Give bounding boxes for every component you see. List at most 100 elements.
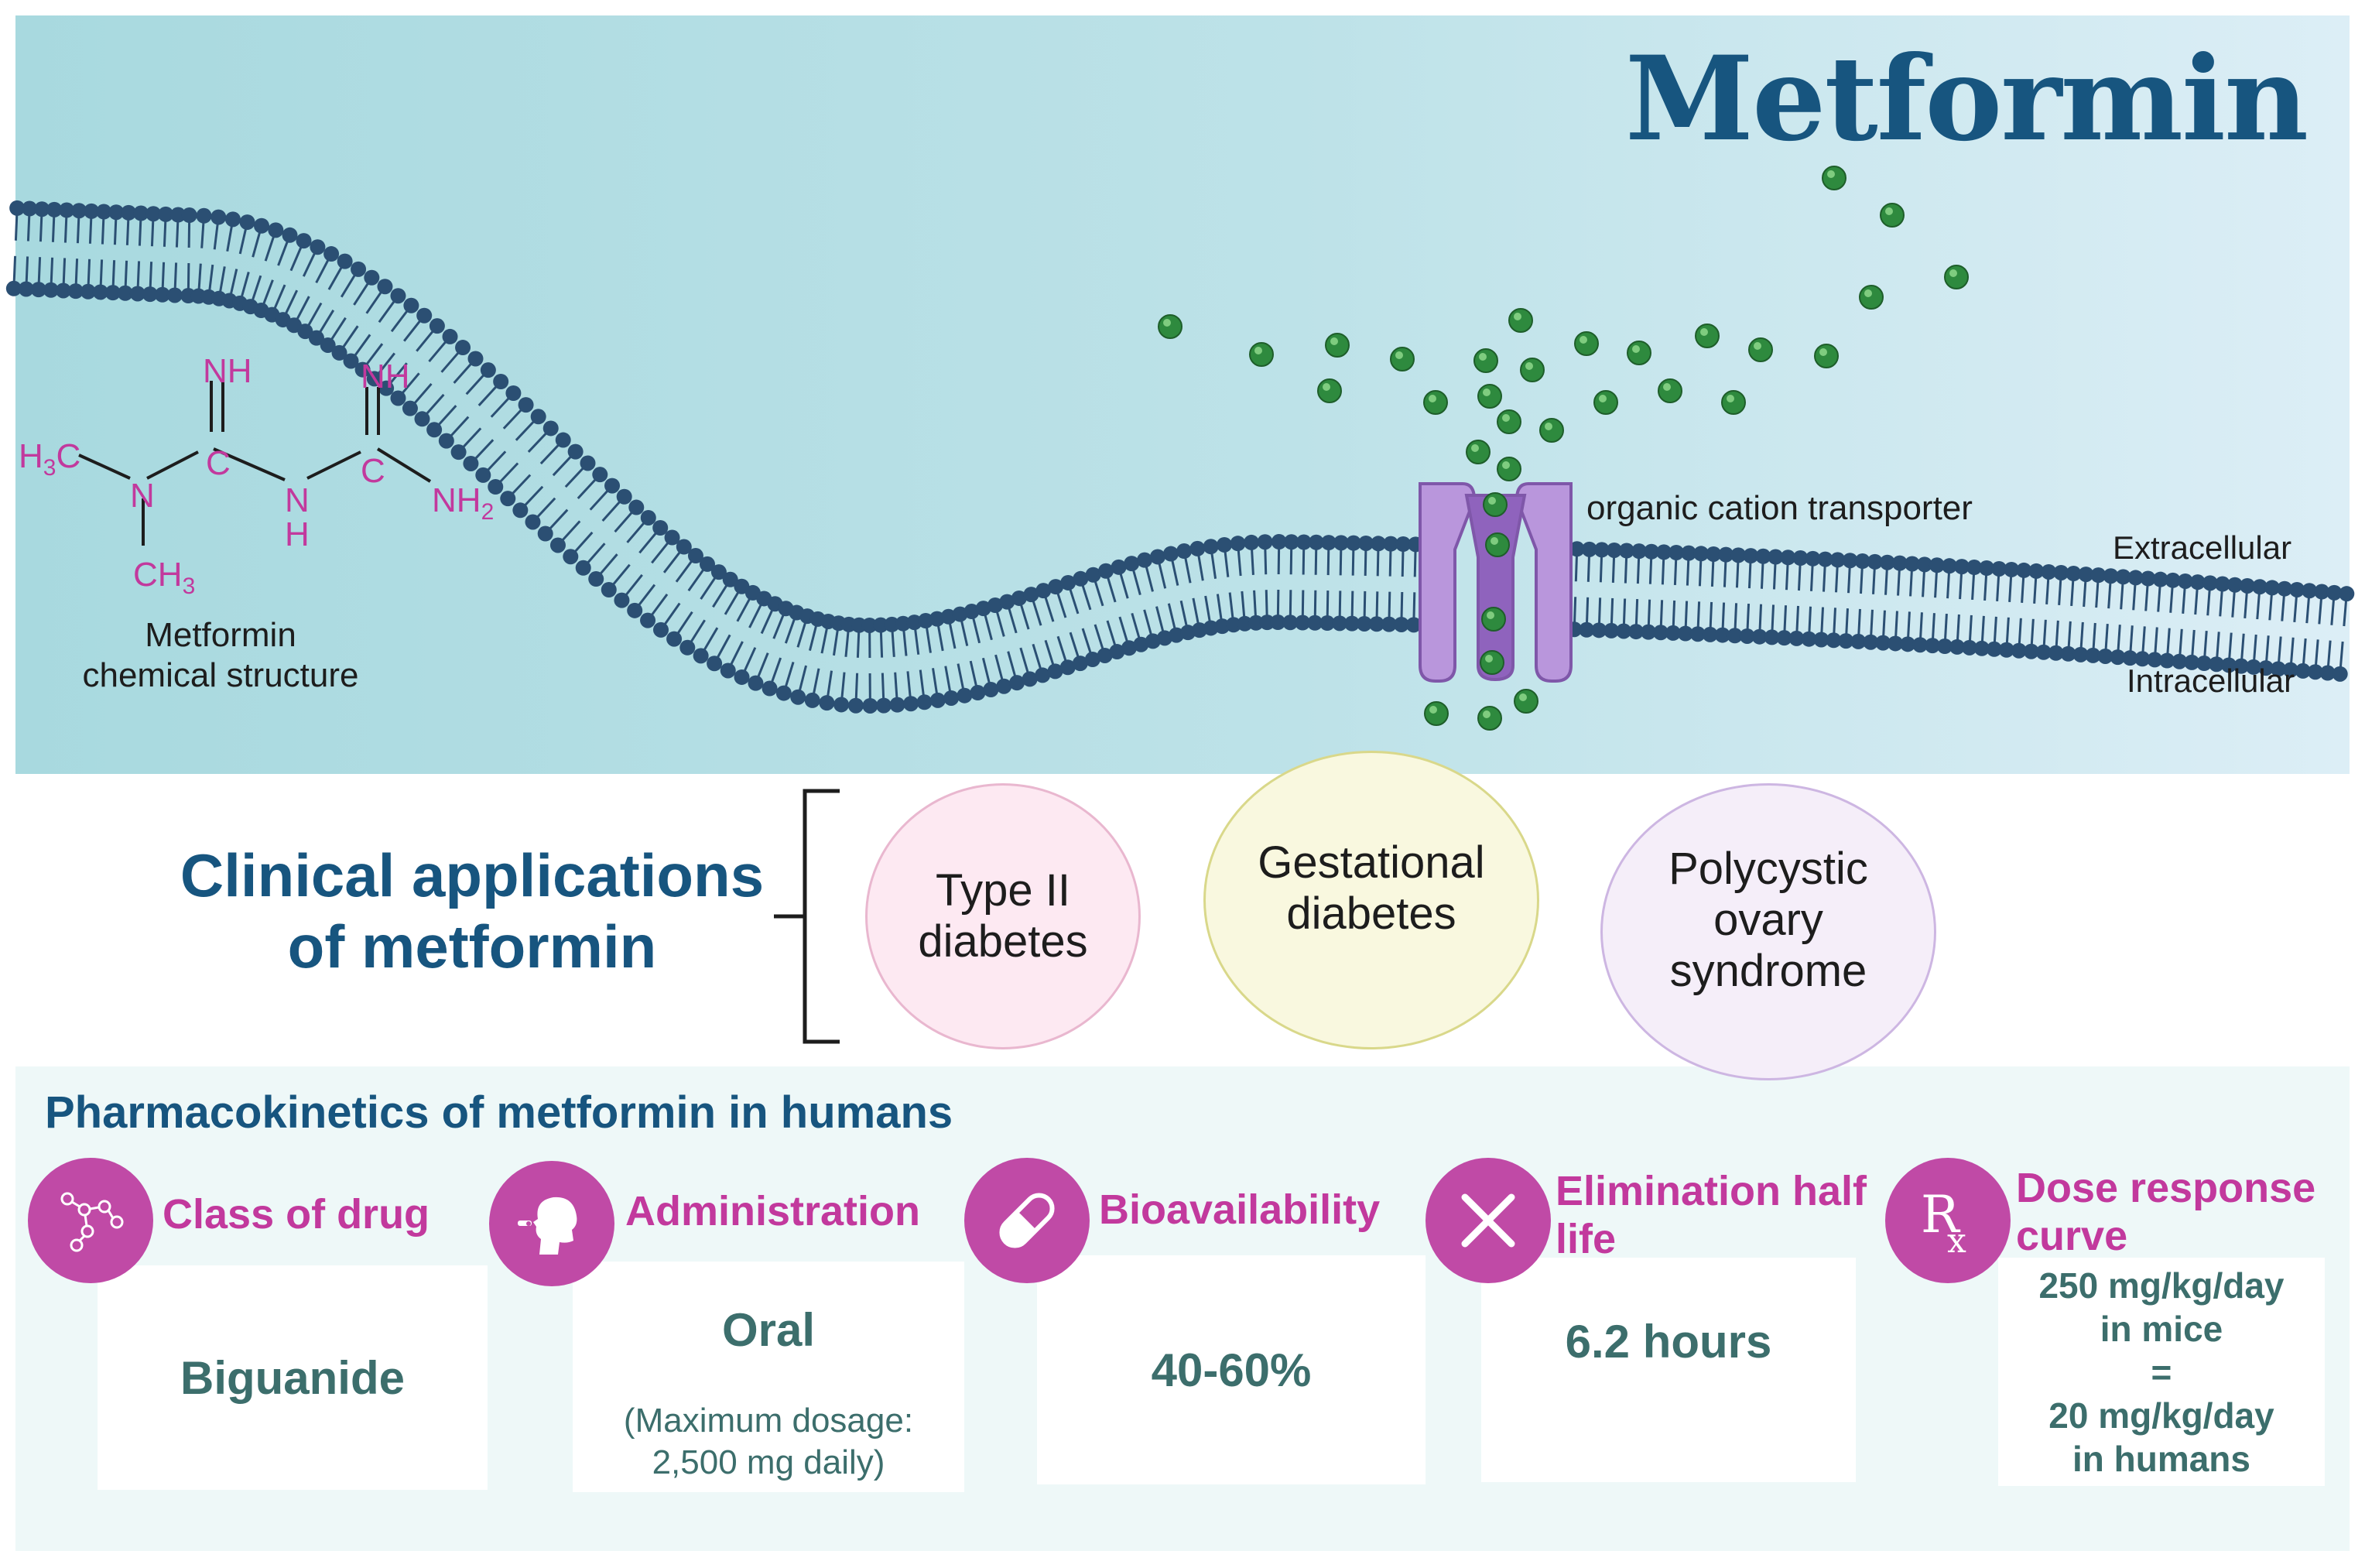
lipid-head: [999, 594, 1015, 610]
lipid-head: [331, 344, 347, 361]
structure-caption-line1: Metformin: [145, 616, 296, 654]
lipid-head: [1838, 633, 1854, 649]
lipid-head: [196, 207, 212, 224]
lipid-head: [390, 390, 406, 406]
lipid-head: [1189, 540, 1206, 556]
lipid-head: [1124, 556, 1140, 572]
lipid-head: [1801, 631, 1817, 647]
lipid-head: [563, 549, 579, 565]
lipid-head: [1358, 535, 1374, 551]
lipid-head: [117, 285, 133, 301]
lipid-head: [614, 592, 630, 608]
lipid-head: [2184, 654, 2200, 670]
administration-note-line1: (Maximum dosage:: [623, 1402, 914, 1440]
lipid-head: [493, 373, 509, 389]
lipid-head: [512, 502, 529, 519]
lipid-head: [1319, 615, 1336, 632]
lipid-head: [282, 227, 298, 243]
lipid-head: [693, 648, 709, 664]
lipid-head: [505, 385, 522, 402]
lipid-head: [1395, 536, 1412, 552]
lipid-head: [166, 287, 183, 303]
lipid-head: [296, 233, 312, 249]
lipid-head: [530, 409, 546, 425]
molecule-highlight: [1885, 207, 1893, 215]
lipid-head: [1047, 663, 1063, 680]
lipid-head: [762, 680, 778, 697]
lipid-head: [847, 697, 864, 714]
lipid-head: [1295, 534, 1312, 550]
lipid-head: [2152, 571, 2168, 587]
lipid-head: [862, 697, 878, 714]
metformin-molecule: [1508, 308, 1533, 333]
svg-text:x: x: [1947, 1221, 1966, 1261]
lipid-head: [351, 261, 367, 277]
lipid-head: [710, 564, 727, 580]
lipid-head: [1966, 560, 1983, 576]
lipid-head: [1656, 544, 1672, 560]
metformin-molecule: [1325, 333, 1350, 358]
lipid-head: [549, 537, 566, 553]
lipid-head: [1665, 625, 1681, 641]
lipid-head: [1230, 536, 1246, 552]
metformin-molecule: [1497, 457, 1521, 481]
lipid-head: [158, 206, 174, 222]
metformin-molecule: [1485, 532, 1510, 557]
molecule-highlight: [1323, 383, 1330, 391]
metformin-molecule: [1539, 418, 1564, 443]
lipid-head: [1048, 579, 1064, 595]
metformin-molecule: [1481, 607, 1506, 632]
lipid-head: [1332, 615, 1348, 632]
atom-c-right: C: [361, 452, 385, 490]
lipid-head: [1875, 635, 1891, 651]
lipid-head: [734, 669, 750, 685]
lipid-head: [906, 615, 922, 631]
lipid-head: [96, 204, 112, 220]
lipid-head: [2072, 646, 2089, 662]
application-line: diabetes: [1286, 888, 1456, 939]
lipid-head: [1817, 551, 1833, 567]
clinical-heading: Clinical applications of metformin: [155, 840, 789, 982]
molecule-icon: [28, 1158, 153, 1283]
lipid-head: [59, 202, 75, 218]
lipid-head: [416, 307, 433, 324]
molecule-highlight: [1864, 289, 1872, 297]
lipid-head: [676, 539, 692, 555]
lipid-head: [861, 617, 878, 633]
lipid-head: [403, 297, 419, 313]
bioavailability-value: 40-60%: [1151, 1344, 1312, 1396]
structure-caption: Metformin chemical structure: [54, 615, 387, 696]
molecule-highlight: [1519, 693, 1527, 701]
lipid-head: [1035, 583, 1052, 599]
molecule-highlight: [1502, 461, 1510, 469]
lipid-head: [640, 612, 656, 628]
lipid-head: [2257, 660, 2274, 676]
lipid-head: [1631, 543, 1647, 560]
lipid-head: [154, 286, 170, 303]
lipid-head: [1059, 659, 1076, 676]
lipid-head: [707, 656, 723, 672]
lipid-head: [1383, 536, 1399, 552]
lipid-head: [121, 204, 137, 221]
lipid-head: [1867, 553, 1883, 570]
metformin-molecule: [1477, 706, 1502, 731]
lipid-head: [2090, 567, 2107, 584]
administration-note: (Maximum dosage: 2,500 mg daily): [624, 1400, 913, 1484]
lipid-head: [1097, 647, 1113, 663]
lipid-head: [1826, 632, 1842, 649]
lipid-head: [1248, 615, 1264, 631]
administration-note-line2: 2,500 mg daily): [652, 1443, 885, 1481]
lipid-head: [1259, 615, 1275, 631]
lipid-head: [2035, 644, 2052, 660]
lipid-head: [2221, 657, 2237, 673]
lipid-head: [1098, 563, 1114, 579]
lipid-head: [918, 613, 934, 629]
lipid-head: [1842, 553, 1858, 569]
lipid-head: [1973, 640, 1990, 656]
lipid-head: [1618, 543, 1634, 559]
lipid-head: [142, 286, 158, 303]
lipid-head: [687, 548, 703, 564]
lipid-head: [1333, 535, 1349, 551]
lipid-head: [1346, 535, 1362, 551]
lipid-head: [627, 602, 643, 618]
